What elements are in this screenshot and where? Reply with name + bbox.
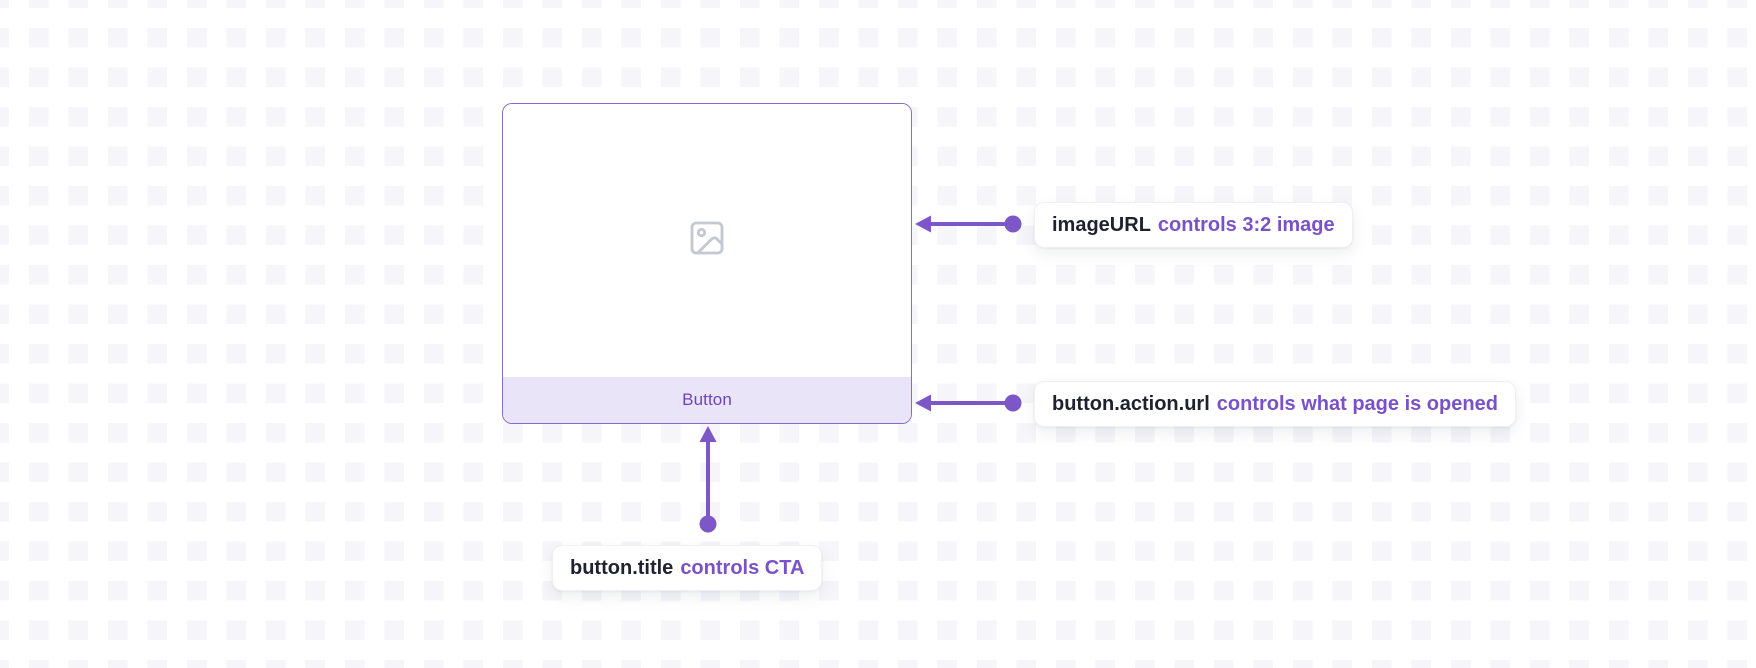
annotation-button-action-url-property: button.action.url [1052, 393, 1210, 415]
annotation-button-title-description: controls CTA [680, 557, 805, 579]
card-image-area [503, 104, 911, 377]
annotation-imageurl-property: imageURL [1052, 214, 1151, 236]
annotation-button-title: button.title controls CTA [552, 545, 823, 591]
card-cta-button[interactable]: Button [503, 377, 911, 423]
annotation-button-action-url-description: controls what page is opened [1216, 393, 1498, 415]
image-placeholder-icon [687, 218, 727, 263]
annotation-button-title-property: button.title [570, 557, 674, 579]
card-cta-label: Button [682, 390, 732, 409]
arrow-button-title [699, 426, 717, 533]
arrow-imageurl [915, 215, 1022, 233]
arrow-button-action-url [915, 394, 1022, 412]
annotation-imageurl-description: controls 3:2 image [1157, 214, 1335, 236]
annotation-imageurl: imageURL controls 3:2 image [1034, 202, 1353, 248]
annotation-button-action-url: button.action.url controls what page is … [1034, 381, 1516, 427]
card-component-preview: Button [502, 103, 912, 424]
